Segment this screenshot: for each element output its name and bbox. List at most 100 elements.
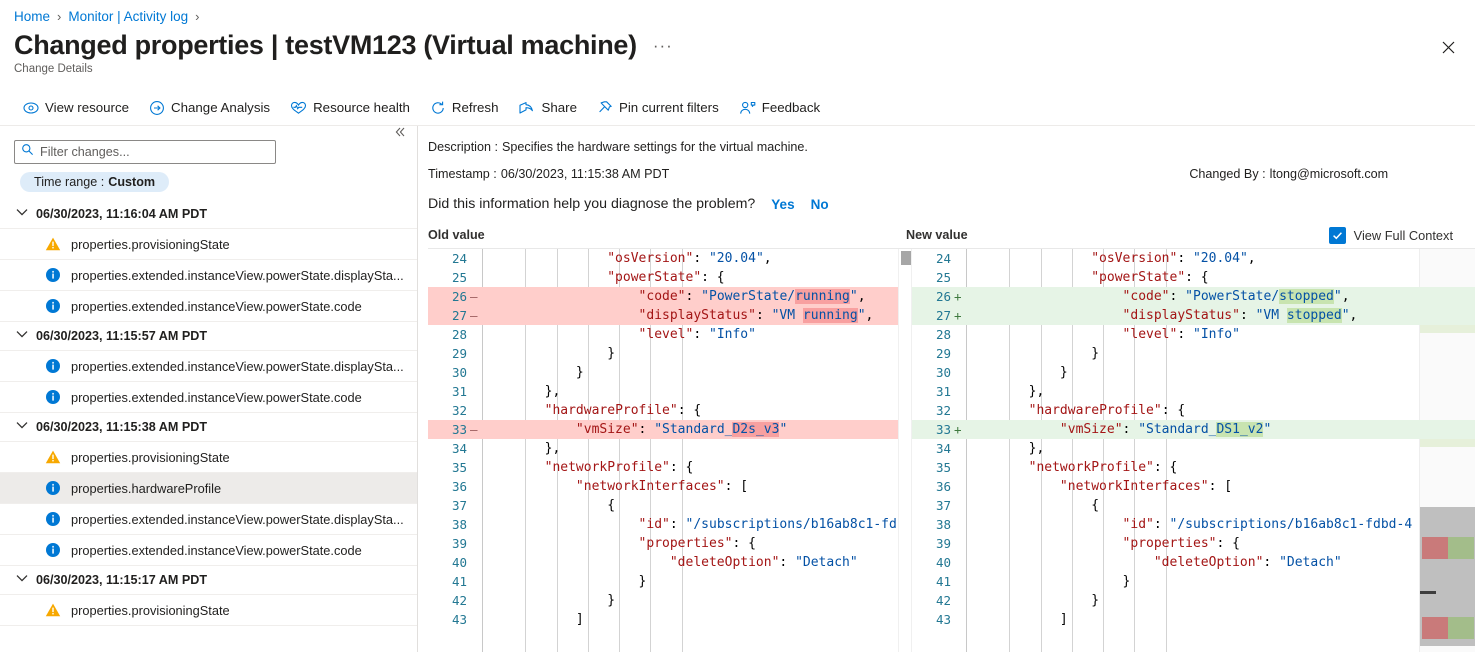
collapse-panel-icon[interactable] xyxy=(391,126,409,143)
breadcrumb-item-home[interactable]: Home xyxy=(14,8,51,24)
diff-line[interactable]: 37 { xyxy=(428,496,898,515)
diff-line[interactable]: 38 "id": "/subscriptions/b16ab8c1-fdbd-4 xyxy=(912,515,1475,534)
diff-line[interactable]: 33+ "vmSize": "Standard_DS1_v2" xyxy=(912,420,1475,439)
change-list-item[interactable]: properties.provisioningState xyxy=(0,442,417,473)
title-row: Changed properties | testVM123 (Virtual … xyxy=(0,26,1475,62)
diff-line[interactable]: 38 "id": "/subscriptions/b16ab8c1-fdbd-4 xyxy=(428,515,898,534)
diff-new-pane[interactable]: 24 "osVersion": "20.04",25 "powerState":… xyxy=(912,249,1475,652)
change-list-item[interactable]: properties.extended.instanceView.powerSt… xyxy=(0,504,417,535)
diff-line[interactable]: 29 } xyxy=(428,344,898,363)
refresh-button[interactable]: Refresh xyxy=(421,95,508,121)
diff-line[interactable]: 28 "level": "Info" xyxy=(428,325,898,344)
diff-line[interactable]: 27+ "displayStatus": "VM stopped", xyxy=(912,306,1475,325)
diff-line[interactable]: 37 { xyxy=(912,496,1475,515)
diff-line[interactable]: 26+ "code": "PowerState/stopped", xyxy=(912,287,1475,306)
diff-line[interactable]: 32 "hardwareProfile": { xyxy=(912,401,1475,420)
share-button[interactable]: Share xyxy=(509,95,585,121)
view-full-context-checkbox[interactable] xyxy=(1328,227,1346,244)
pin-current-filters-button[interactable]: Pin current filters xyxy=(588,95,728,121)
diff-line-number: 32 xyxy=(451,403,467,418)
diff-line[interactable]: 42 } xyxy=(428,591,898,610)
feedback-no-link[interactable]: No xyxy=(810,196,829,212)
diff-line[interactable]: 30 } xyxy=(912,363,1475,382)
diff-line[interactable]: 40 "deleteOption": "Detach" xyxy=(912,553,1475,572)
chevron-down-icon xyxy=(16,574,28,586)
diff-line[interactable]: 24 "osVersion": "20.04", xyxy=(912,249,1475,268)
change-list-item[interactable]: properties.provisioningState xyxy=(0,595,417,626)
time-range-filter-pill[interactable]: Time range : Custom xyxy=(20,172,170,192)
change-list-item[interactable]: properties.extended.instanceView.powerSt… xyxy=(0,382,417,413)
change-meta: Description : Specifies the hardware set… xyxy=(428,126,1475,194)
diff-line[interactable]: 36 "networkInterfaces": [ xyxy=(912,477,1475,496)
diff-line[interactable]: 36 "networkInterfaces": [ xyxy=(428,477,898,496)
diff-old-pane[interactable]: 24 "osVersion": "20.04",25 "powerState":… xyxy=(428,249,898,652)
change-group-header[interactable]: 06/30/2023, 11:15:57 AM PDT xyxy=(0,322,417,351)
diff-line[interactable]: 43 ] xyxy=(428,610,898,629)
diff-line[interactable]: 30 } xyxy=(428,363,898,382)
diff-line[interactable]: 24 "osVersion": "20.04", xyxy=(428,249,898,268)
diff-line[interactable]: 28 "level": "Info" xyxy=(912,325,1475,344)
more-options-icon[interactable]: ··· xyxy=(652,36,673,55)
feedback-yes-link[interactable]: Yes xyxy=(771,196,795,212)
diff-line[interactable]: 41 } xyxy=(428,572,898,591)
diff-line[interactable]: 25 "powerState": { xyxy=(428,268,898,287)
change-group-header[interactable]: 06/30/2023, 11:15:17 AM PDT xyxy=(0,566,417,595)
diff-line[interactable]: 39 "properties": { xyxy=(912,534,1475,553)
diff-line[interactable]: 42 } xyxy=(912,591,1475,610)
diff-scrollbar-thumb[interactable] xyxy=(901,251,911,265)
feedback-button[interactable]: Feedback xyxy=(730,95,829,121)
diff-line[interactable]: 25 "powerState": { xyxy=(912,268,1475,287)
filter-changes-box[interactable] xyxy=(14,140,276,164)
page-title: Changed properties | testVM123 (Virtual … xyxy=(14,30,637,60)
diff-line[interactable]: 31 }, xyxy=(912,382,1475,401)
diff-change-sign xyxy=(954,515,966,534)
diff-line[interactable]: 33– "vmSize": "Standard_D2s_v3" xyxy=(428,420,898,439)
diff-line[interactable]: 34 }, xyxy=(428,439,898,458)
diff-line-text: "networkProfile": { xyxy=(1028,460,1178,475)
pin-current-filters-label: Pin current filters xyxy=(618,100,719,115)
diff-change-sign xyxy=(954,534,966,553)
diff-line[interactable]: 39 "properties": { xyxy=(428,534,898,553)
feedback-prompt: Did this information help you diagnose t… xyxy=(428,196,1475,212)
breadcrumb-item-monitor[interactable]: Monitor | Activity log xyxy=(68,8,189,24)
change-list-item[interactable]: properties.extended.instanceView.powerSt… xyxy=(0,351,417,382)
change-list-item[interactable]: properties.extended.instanceView.powerSt… xyxy=(0,535,417,566)
info-icon xyxy=(46,359,60,373)
change-group-header[interactable]: 06/30/2023, 11:15:38 AM PDT xyxy=(0,413,417,442)
view-resource-label: View resource xyxy=(45,100,130,115)
diff-line[interactable]: 29 } xyxy=(912,344,1475,363)
diff-line-number: 42 xyxy=(451,593,467,608)
diff-line[interactable]: 31 }, xyxy=(428,382,898,401)
diff-line[interactable]: 26– "code": "PowerState/running", xyxy=(428,287,898,306)
diff-line[interactable]: 35 "networkProfile": { xyxy=(428,458,898,477)
change-group-header[interactable]: 06/30/2023, 11:16:04 AM PDT xyxy=(0,200,417,229)
diff-line[interactable]: 34 }, xyxy=(912,439,1475,458)
diff-change-sign: – xyxy=(470,308,478,323)
diff-line-number: 35 xyxy=(451,460,467,475)
filter-changes-input[interactable] xyxy=(40,145,269,159)
change-list-item[interactable]: properties.extended.instanceView.powerSt… xyxy=(0,260,417,291)
diff-line[interactable]: 41 } xyxy=(912,572,1475,591)
diff-line-number: 39 xyxy=(451,536,467,551)
diff-line[interactable]: 27– "displayStatus": "VM running", xyxy=(428,306,898,325)
diff-line[interactable]: 43 ] xyxy=(912,610,1475,629)
diff-line[interactable]: 32 "hardwareProfile": { xyxy=(428,401,898,420)
diff-line-number: 31 xyxy=(451,384,467,399)
diff-line-number: 25 xyxy=(935,270,951,285)
view-resource-button[interactable]: View resource xyxy=(14,95,138,121)
change-list-item[interactable]: properties.extended.instanceView.powerSt… xyxy=(0,291,417,322)
diff-line[interactable]: 40 "deleteOption": "Detach" xyxy=(428,553,898,572)
warning-icon xyxy=(45,603,61,617)
change-analysis-button[interactable]: Change Analysis xyxy=(140,95,279,121)
chevron-down-icon xyxy=(16,330,28,342)
diff-vertical-scrollbar[interactable] xyxy=(898,249,912,652)
diff-line[interactable]: 35 "networkProfile": { xyxy=(912,458,1475,477)
diff-column-headers: Old value New value View Full Context xyxy=(428,227,1475,244)
change-list-item[interactable]: properties.hardwareProfile xyxy=(0,473,417,504)
resource-health-button[interactable]: Resource health xyxy=(281,95,419,121)
close-icon[interactable] xyxy=(1435,34,1461,60)
diff-line-text: "networkInterfaces": [ xyxy=(1059,479,1233,494)
change-list-item[interactable]: properties.provisioningState xyxy=(0,229,417,260)
description-label: Description : xyxy=(428,140,498,154)
view-full-context-toggle[interactable]: View Full Context xyxy=(1328,227,1453,244)
